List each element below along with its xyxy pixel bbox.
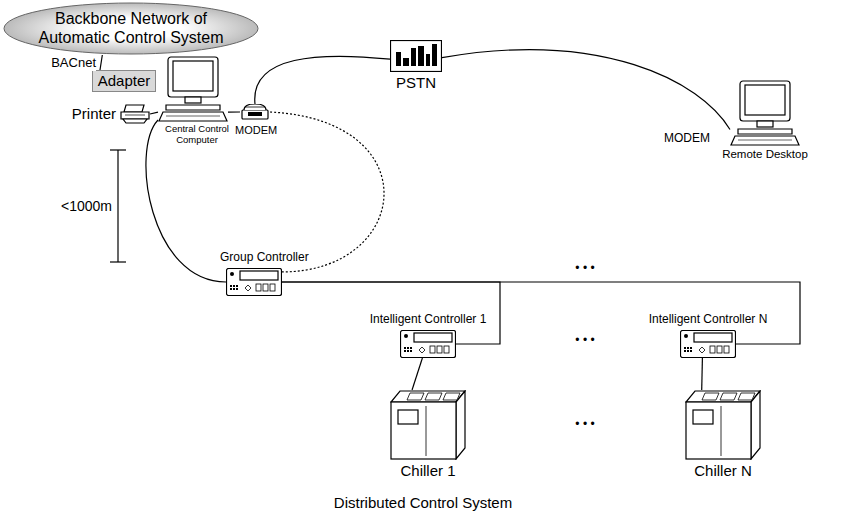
connector-line bbox=[282, 282, 500, 344]
computer-icon: Central Control Computer bbox=[158, 56, 228, 122]
controller-icon-outline bbox=[680, 330, 736, 358]
node-label: Adapter bbox=[98, 72, 151, 89]
ellipsis-mark: • • • bbox=[555, 262, 615, 276]
node-label: PSTN bbox=[380, 74, 452, 91]
node-label: Intelligent Controller 1 bbox=[360, 313, 496, 327]
connector-line bbox=[442, 50, 730, 130]
connector-line bbox=[150, 112, 158, 114]
dotted-link bbox=[270, 112, 384, 272]
pstn-icon: PSTN bbox=[390, 40, 442, 72]
controller-icon: Group Controller bbox=[226, 268, 282, 296]
chiller-icon-outline bbox=[685, 390, 761, 460]
adapter-box: Adapter bbox=[92, 70, 156, 92]
edge-label: BACnet bbox=[44, 56, 96, 71]
caption: Distributed Control System bbox=[0, 494, 846, 511]
computer-icon-outline bbox=[158, 56, 228, 122]
modem-icon: MODEM bbox=[240, 104, 270, 120]
node-label: Printer bbox=[64, 105, 116, 122]
connector-line bbox=[228, 111, 240, 112]
computer-icon: Remote Desktop bbox=[730, 80, 800, 146]
controller-icon-outline bbox=[226, 268, 282, 296]
dimension-label: <1000m bbox=[44, 198, 112, 214]
node-label: Group Controller bbox=[220, 251, 340, 265]
chiller-icon: Chiller 1 bbox=[390, 390, 466, 460]
connector-line bbox=[100, 55, 102, 70]
modem-label: MODEM bbox=[648, 132, 710, 146]
computer-icon-outline bbox=[730, 80, 800, 146]
text-holder: Adapter bbox=[92, 70, 156, 92]
network-ellipse: Backbone Network of Automatic Control Sy… bbox=[3, 2, 259, 55]
pstn-icon-outline bbox=[390, 40, 442, 72]
connector-line bbox=[255, 56, 390, 104]
node-label: Backbone Network of Automatic Control Sy… bbox=[31, 10, 231, 47]
node-label: Central Control Computer bbox=[162, 124, 232, 146]
printer-icon-outline bbox=[120, 104, 150, 124]
chiller-icon: Chiller N bbox=[685, 390, 761, 460]
controller-icon-outline bbox=[400, 330, 456, 358]
node-label: Chiller N bbox=[673, 462, 773, 479]
connector-line bbox=[412, 358, 422, 390]
ellipsis-mark: • • • bbox=[555, 418, 615, 432]
node-label: MODEM bbox=[235, 124, 275, 137]
node-label: Intelligent Controller N bbox=[640, 313, 776, 327]
ellipsis-mark: • • • bbox=[555, 334, 615, 348]
printer-icon: Printer bbox=[120, 104, 150, 124]
text-holder: Backbone Network of Automatic Control Sy… bbox=[3, 2, 259, 55]
connector-line bbox=[701, 358, 703, 390]
modem-icon-outline bbox=[240, 104, 270, 120]
controller-icon: Intelligent Controller N bbox=[680, 330, 736, 358]
connector-line bbox=[282, 282, 800, 344]
chiller-icon-outline bbox=[390, 390, 466, 460]
controller-icon: Intelligent Controller 1 bbox=[400, 330, 456, 358]
node-label: Chiller 1 bbox=[378, 462, 478, 479]
node-label: Remote Desktop bbox=[710, 148, 820, 161]
